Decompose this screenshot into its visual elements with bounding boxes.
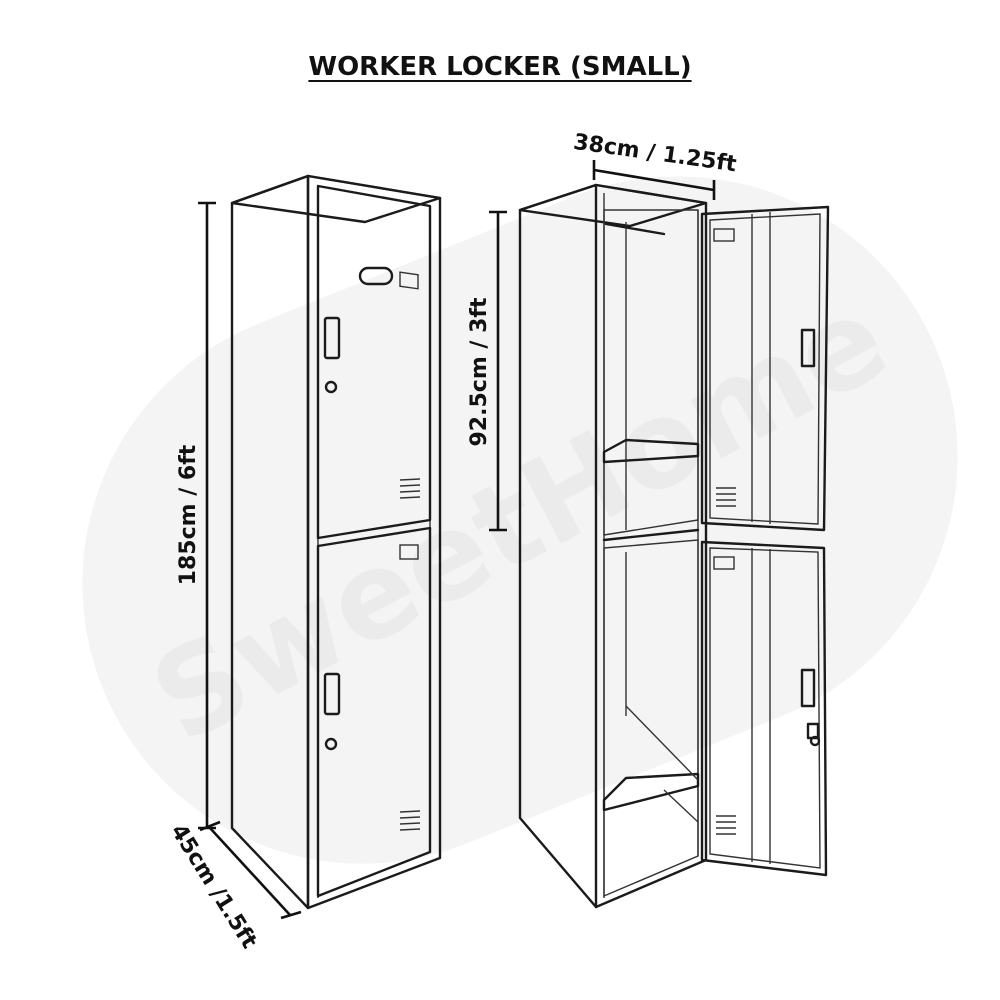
diagram-title-wrap: WORKER LOCKER (SMALL) — [0, 52, 1000, 82]
compartment-height-dimension: 92.5cm / 3ft — [467, 210, 507, 532]
closed-locker-front — [306, 174, 442, 910]
upper-open-door — [700, 205, 830, 532]
lower-name-card-slot-icon — [399, 544, 419, 560]
closed-locker-upper-door — [316, 184, 432, 540]
diagram-title: WORKER LOCKER (SMALL) — [308, 52, 692, 82]
watermark: SweetHome — [82, 176, 958, 864]
open-locker — [518, 183, 830, 909]
name-card-slot-icon — [399, 271, 419, 290]
lower-door-latch-icon — [800, 668, 816, 708]
door-latch-icon — [800, 328, 816, 368]
closed-locker-lower-door — [316, 526, 432, 898]
compartment-height-label: 92.5cm / 3ft — [467, 297, 492, 446]
upper-door-handle-icon — [323, 316, 341, 360]
lower-compartment — [602, 539, 700, 898]
lower-door-keyhole-icon — [324, 737, 338, 751]
closed-locker — [230, 174, 442, 910]
door-vent-slots-icon — [716, 487, 736, 507]
lower-vent-slots-icon — [399, 810, 421, 831]
lower-open-door — [700, 540, 828, 877]
lower-door-lock-icon — [806, 722, 820, 740]
depth-label: 45cm /1.5ft — [165, 820, 261, 954]
closed-locker-top — [230, 174, 442, 224]
upper-shelf — [602, 438, 700, 464]
lower-door-vent-slots-icon — [716, 815, 736, 835]
upper-vent-oval-icon — [358, 266, 394, 286]
upper-compartment — [602, 209, 700, 536]
lower-door-name-card-icon — [713, 556, 735, 570]
hanging-rail-icon — [604, 222, 666, 236]
door-name-card-icon — [713, 228, 735, 242]
height-label: 185cm / 6ft — [176, 444, 201, 585]
lower-door-handle-icon — [323, 672, 341, 716]
upper-vent-slots-icon — [399, 478, 421, 499]
upper-door-keyhole-icon — [324, 380, 338, 394]
height-dimension: 185cm / 6ft — [176, 201, 216, 830]
